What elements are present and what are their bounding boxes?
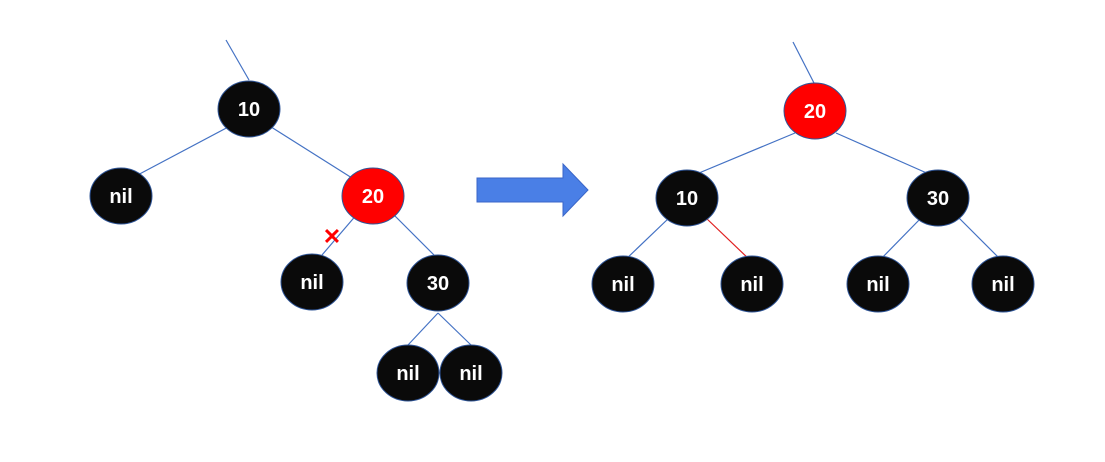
edge-before-20-30 <box>391 212 435 256</box>
node-label: nil <box>866 274 889 296</box>
before-node-nil-b: nil <box>439 344 503 402</box>
before-node-30: 30 <box>406 254 470 312</box>
node-label: nil <box>300 272 323 294</box>
node-label: 30 <box>927 188 949 210</box>
after-node-10: 10 <box>655 169 719 227</box>
edge-before-30-nil-a <box>407 312 439 346</box>
node-label: 10 <box>238 99 260 121</box>
after-node-nil-1: nil <box>591 255 655 313</box>
edge-after-30-nil-right <box>957 216 1004 263</box>
node-label: nil <box>611 274 634 296</box>
before-node-nil-mid: nil <box>280 253 344 311</box>
after-tree-edges <box>622 41 1004 263</box>
before-node-20: 20 <box>341 167 405 225</box>
node-label: nil <box>459 363 482 385</box>
node-label: nil <box>396 363 419 385</box>
node-label: 30 <box>427 273 449 295</box>
node-label: nil <box>109 186 132 208</box>
transform-arrow <box>476 162 589 218</box>
edge-before-20-nil <box>321 212 359 256</box>
edge-after-30-nil-left <box>877 216 923 263</box>
edge-before-30-nil-b <box>437 312 472 346</box>
before-node-10: 10 <box>217 80 281 138</box>
edge-after-20-10 <box>686 132 796 179</box>
after-node-20: 20 <box>783 82 847 140</box>
before-tree-edges <box>131 39 472 346</box>
edge-after-10-nil-left <box>622 216 671 263</box>
edge-after-20-30 <box>835 132 939 179</box>
before-node-nil-left: nil <box>89 167 153 225</box>
edge-before-incoming <box>225 39 250 81</box>
node-label: 20 <box>804 101 826 123</box>
node-label: nil <box>991 274 1014 296</box>
node-label: 10 <box>676 188 698 210</box>
after-node-nil-3: nil <box>846 255 910 313</box>
after-node-30: 30 <box>906 169 970 227</box>
after-node-nil-2: nil <box>720 255 784 313</box>
edge-after-incoming <box>792 41 815 84</box>
after-node-nil-4: nil <box>971 255 1035 313</box>
node-label: 20 <box>362 186 384 208</box>
edge-before-10-20 <box>267 124 353 179</box>
edge-after-10-nil-right-highlighted <box>704 216 753 263</box>
node-label: nil <box>740 274 763 296</box>
cut-mark-icon: ✕ <box>323 224 341 249</box>
before-node-nil-a: nil <box>376 344 440 402</box>
edge-before-10-nil <box>131 124 233 179</box>
